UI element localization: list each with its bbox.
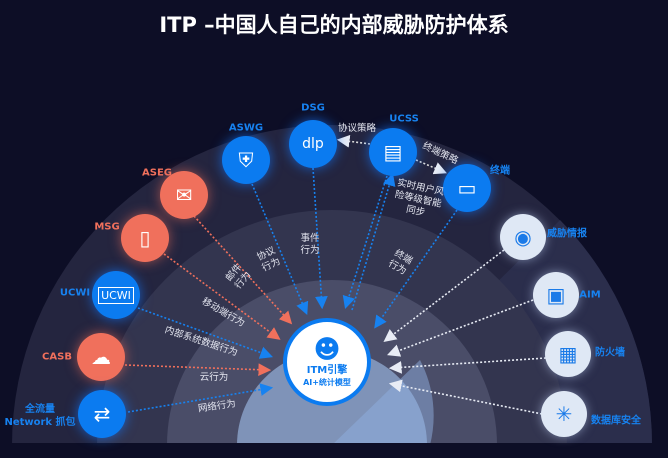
ucwi-node[interactable]: UCWI (92, 271, 140, 319)
casb-node[interactable]: ☁ (77, 333, 125, 381)
ucss-label: UCSS (389, 113, 419, 125)
aswg-label: ASWG (228, 122, 264, 134)
msg-label: MSG (94, 221, 120, 233)
aim-label: AIM (579, 289, 601, 301)
page-title: ITP –中国人自己的内部威胁防护体系 (159, 13, 509, 37)
aseg-label: ASEG (142, 167, 172, 179)
dsg-label: DSG (301, 102, 325, 114)
casb-label: CASB (42, 351, 72, 363)
network-label: 全流量 Network 抓包 (4, 403, 75, 429)
database-shield-icon: ✳ (555, 402, 573, 426)
mail-icon: ✉ (175, 183, 193, 207)
msg-node[interactable]: ▯ (121, 214, 169, 262)
db-security-node[interactable]: ✳ (541, 391, 587, 437)
db-security-label: 数据库安全 (591, 415, 641, 427)
edge-label-event: 事件行为 (300, 233, 319, 257)
network-node[interactable]: ⇄ (78, 390, 126, 438)
dlp-chart-icon: dlp (302, 136, 324, 152)
laptop-icon: ▭ (457, 176, 477, 200)
brain-head-icon: ☻ (313, 335, 341, 365)
mobile-icon: ▯ (139, 226, 151, 250)
edge-label-cloud: 云行为 (199, 372, 229, 383)
aseg-node[interactable]: ✉ (160, 171, 208, 219)
threat-intel-label: 威胁情报 (547, 228, 587, 240)
endpoint-node[interactable]: ▭ (443, 164, 491, 212)
dsg-node[interactable]: dlp (289, 120, 337, 168)
ucwi-logo-icon: UCWI (98, 286, 134, 304)
firewall-node[interactable]: ▦ (545, 331, 591, 377)
firewall-label: 防火墙 (595, 347, 625, 359)
network-capture-icon: ⇄ (93, 402, 111, 426)
event-line2: 行为 (300, 245, 320, 256)
itm-engine[interactable]: ☻ ITM引擎 AI+统计模型 (283, 318, 371, 406)
shield-network-icon: ⛨ (238, 148, 254, 172)
network-label-line1: 全流量 (24, 404, 55, 415)
event-line1: 事件 (300, 233, 320, 244)
itm-engine-subtitle: AI+统计模型 (303, 378, 351, 387)
brick-wall-icon: ▦ (558, 342, 578, 366)
network-label-line2: Network 抓包 (4, 417, 76, 428)
cloud-lock-icon: ☁ (91, 345, 111, 369)
ucwi-label: UCWI (59, 287, 91, 299)
target-icon: ▣ (546, 283, 566, 307)
itm-engine-name: ITM引擎 (306, 365, 348, 376)
threat-intel-node[interactable]: ◉ (500, 214, 546, 260)
dashboard-icon: ▤ (383, 140, 403, 164)
endpoint-label: 终端 (490, 165, 510, 177)
signal-icon: ◉ (514, 225, 532, 249)
aim-node[interactable]: ▣ (533, 272, 579, 318)
ucss-node[interactable]: ▤ (369, 128, 417, 176)
edge-label-protocol-policy: 协议策略 (337, 123, 377, 134)
aswg-node[interactable]: ⛨ (222, 136, 270, 184)
